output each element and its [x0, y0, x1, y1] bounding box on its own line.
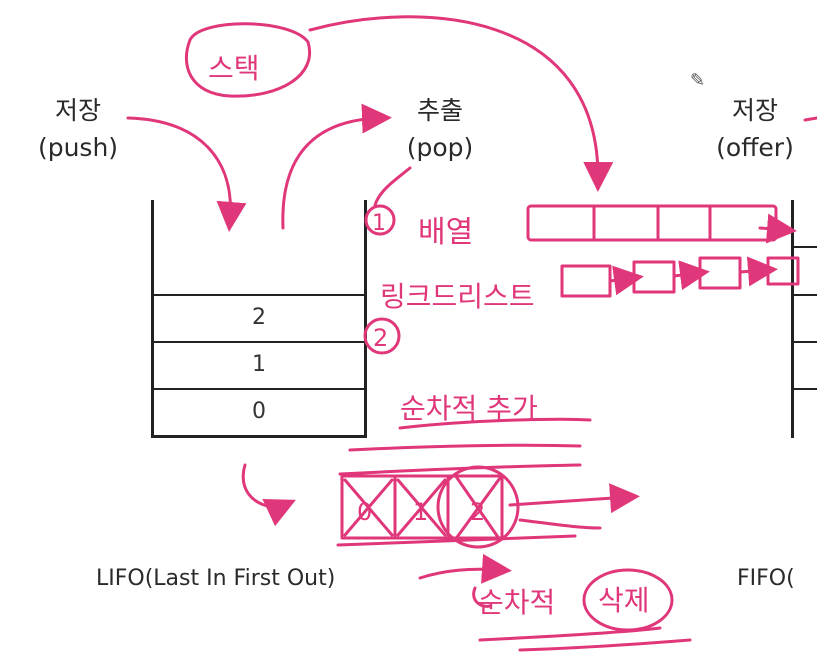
offer-arrow [803, 116, 817, 122]
pencil-icon: ✎ [690, 70, 706, 91]
item1-text: 배열 [418, 215, 473, 250]
array-box [526, 204, 778, 242]
cell-2: 2 [470, 498, 485, 526]
stack-row-1: 1 [153, 341, 365, 387]
delete-word: 삭제 [598, 584, 650, 617]
stack-bottom [151, 435, 367, 438]
item2-text: 링크드리스트 [380, 280, 535, 313]
crossed-array [340, 474, 504, 540]
pop-sub: (pop) [406, 133, 474, 162]
item2-num: 2 [373, 324, 388, 352]
pop-title: 추출 [416, 96, 463, 125]
pop-pointer [373, 166, 412, 207]
stack-right-wall [364, 200, 367, 438]
stack-row-2: 2 [153, 294, 365, 340]
shift-arrow [241, 463, 296, 527]
offer-title: 저장 [731, 96, 778, 125]
stack-row-0: 0 [153, 388, 365, 434]
push-sub: (push) [37, 133, 119, 162]
stack-word-circle [184, 22, 312, 98]
queue-line-3 [791, 341, 817, 343]
stack-to-array-arrow [308, 15, 614, 192]
item2-circle [363, 317, 401, 355]
cell-1: 1 [413, 498, 428, 526]
queue-line-2 [791, 294, 817, 296]
push-arrow [126, 116, 247, 232]
push-title: 저장 [54, 96, 101, 125]
stack-word: 스택 [208, 52, 260, 85]
pop-arrow [281, 103, 392, 230]
item1-num: 1 [372, 211, 386, 236]
queue-left-wall [791, 200, 794, 438]
push-label: 저장 (push) [28, 98, 128, 160]
cell-0: 0 [357, 498, 372, 526]
offer-label: 저장 (offer) [690, 98, 817, 160]
lifo-caption: LIFO(Last In First Out) [96, 566, 336, 591]
offer-sub: (offer) [716, 133, 794, 162]
queue-line-4 [791, 388, 817, 390]
fifo-caption: FIFO( [737, 566, 795, 591]
add-note: 순차적 추가 [400, 392, 538, 425]
pop-label: 추출 (pop) [390, 98, 490, 160]
item1-circle [364, 204, 396, 236]
queue-line-1 [791, 246, 817, 248]
delete-prefix: 순차적 [478, 586, 555, 619]
stack-left-wall [151, 200, 154, 438]
